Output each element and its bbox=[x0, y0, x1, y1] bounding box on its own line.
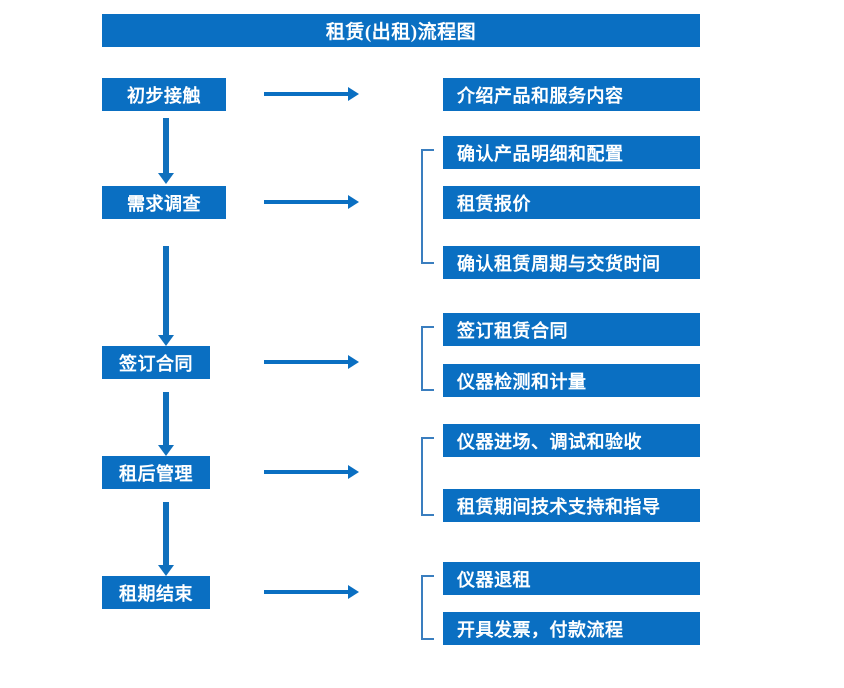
stage-box-5[interactable]: 租期结束 bbox=[102, 576, 210, 609]
arrow-head bbox=[348, 195, 359, 209]
detail-box-2-3[interactable]: 确认租赁周期与交货时间 bbox=[443, 246, 700, 279]
detail-box-2-2[interactable]: 租赁报价 bbox=[443, 186, 700, 219]
arrow-head bbox=[348, 585, 359, 599]
arrow-shaft bbox=[163, 246, 169, 335]
stage-box-1[interactable]: 初步接触 bbox=[102, 78, 226, 111]
arrow-shaft bbox=[264, 360, 348, 364]
flow-arrow-down-2 bbox=[158, 246, 174, 346]
detail-box-3-1[interactable]: 签订租赁合同 bbox=[443, 313, 700, 346]
detail-box-1-1[interactable]: 介绍产品和服务内容 bbox=[443, 78, 700, 111]
flow-arrow-down-1 bbox=[158, 118, 174, 184]
arrow-shaft bbox=[163, 118, 169, 173]
flow-arrow-right-3 bbox=[264, 355, 359, 369]
arrow-head bbox=[158, 445, 174, 456]
flow-arrow-right-2 bbox=[264, 195, 359, 209]
detail-box-4-2[interactable]: 租赁期间技术支持和指导 bbox=[443, 489, 700, 522]
arrow-shaft bbox=[163, 392, 169, 445]
flow-arrow-right-5 bbox=[264, 585, 359, 599]
arrow-shaft bbox=[163, 502, 169, 565]
arrow-shaft bbox=[264, 92, 348, 96]
detail-box-2-1[interactable]: 确认产品明细和配置 bbox=[443, 136, 700, 169]
stage-box-3[interactable]: 签订合同 bbox=[102, 346, 210, 379]
flow-arrow-down-3 bbox=[158, 392, 174, 456]
diagram-title: 租赁(出租)流程图 bbox=[102, 14, 700, 47]
stage-box-2[interactable]: 需求调查 bbox=[102, 186, 226, 219]
detail-box-4-1[interactable]: 仪器进场、调试和验收 bbox=[443, 424, 700, 457]
arrow-shaft bbox=[264, 200, 348, 204]
arrow-shaft bbox=[264, 590, 348, 594]
arrow-head bbox=[158, 173, 174, 184]
flow-arrow-right-1 bbox=[264, 87, 359, 101]
arrow-head bbox=[348, 87, 359, 101]
arrow-head bbox=[348, 355, 359, 369]
detail-group-bracket-2 bbox=[421, 149, 434, 264]
stage-box-4[interactable]: 租后管理 bbox=[102, 456, 210, 489]
flow-arrow-down-4 bbox=[158, 502, 174, 576]
arrow-head bbox=[348, 465, 359, 479]
arrow-head bbox=[158, 565, 174, 576]
arrow-shaft bbox=[264, 470, 348, 474]
detail-box-3-2[interactable]: 仪器检测和计量 bbox=[443, 364, 700, 397]
detail-box-5-2[interactable]: 开具发票，付款流程 bbox=[443, 612, 700, 645]
arrow-head bbox=[158, 335, 174, 346]
detail-group-bracket-3 bbox=[421, 326, 434, 391]
detail-group-bracket-4 bbox=[421, 437, 434, 516]
flow-arrow-right-4 bbox=[264, 465, 359, 479]
detail-box-5-1[interactable]: 仪器退租 bbox=[443, 562, 700, 595]
detail-group-bracket-5 bbox=[421, 575, 434, 640]
